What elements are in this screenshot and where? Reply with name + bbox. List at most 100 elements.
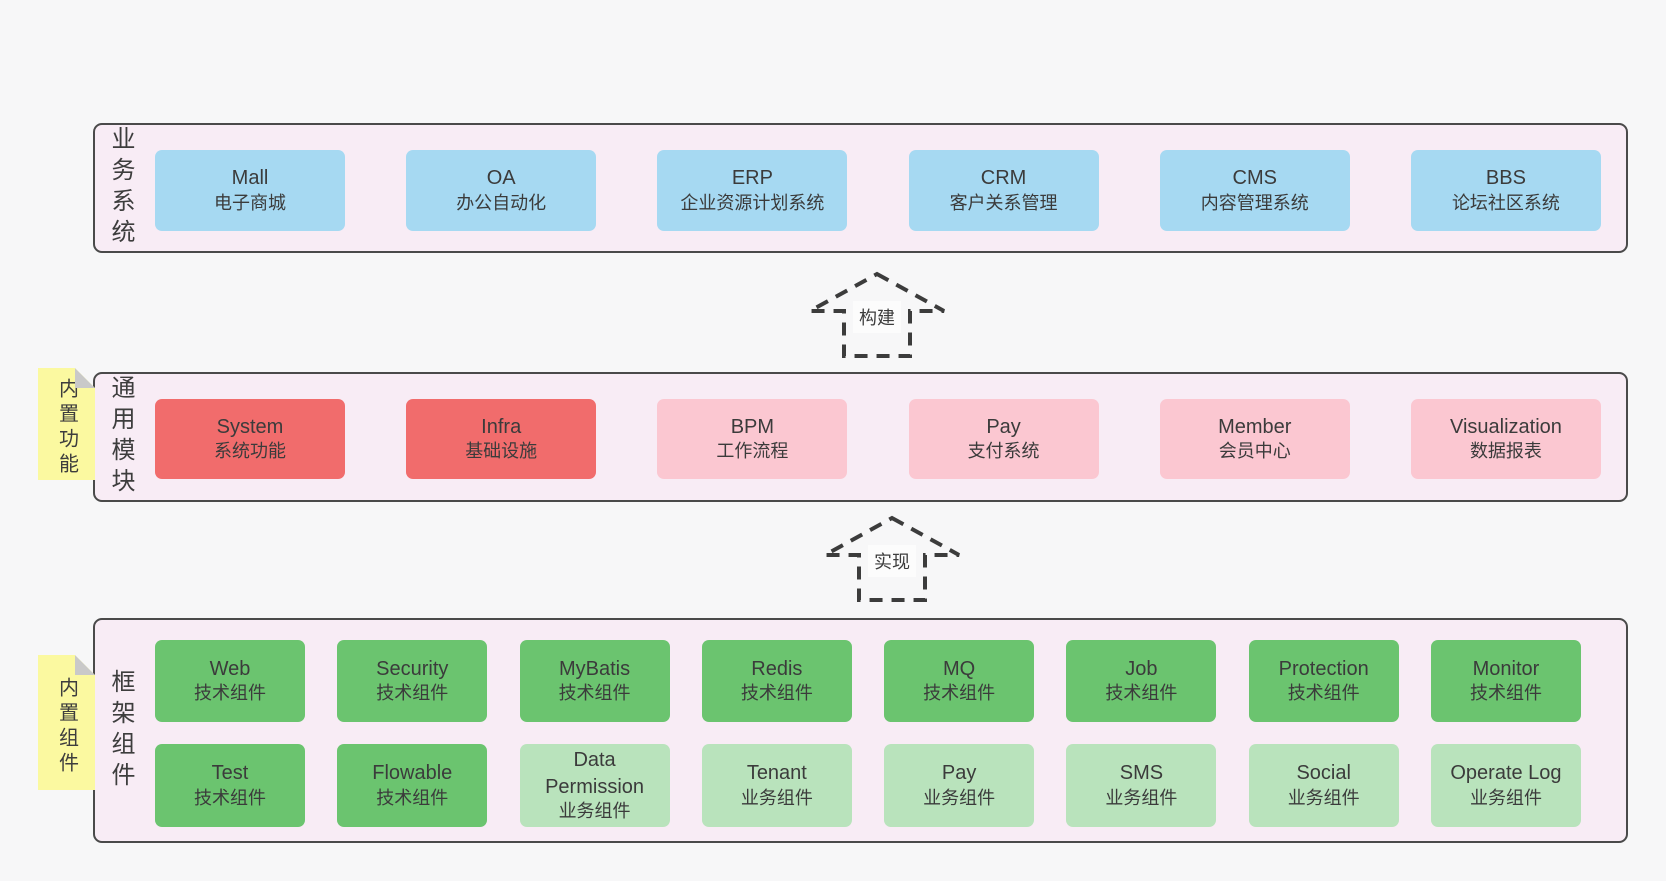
card-subtitle: 企业资源计划系统 [680, 192, 825, 213]
card-crm: CRM 客户关系管理 [908, 150, 1099, 231]
components-row-2: Test 技术组件 Flowable 技术组件 Data Permission … [155, 744, 1581, 827]
card-title: BBS [1485, 167, 1526, 190]
card-title: System [216, 415, 284, 438]
components-row-1: Web 技术组件 Security 技术组件 MyBatis 技术组件 Redi… [155, 640, 1581, 722]
card-title: Monitor [1472, 657, 1540, 680]
card-subtitle: 业务组件 [923, 787, 996, 808]
card-flowable: Flowable 技术组件 [337, 744, 488, 827]
card-erp: ERP 企业资源计划系统 [657, 150, 848, 231]
card-mybatis: MyBatis 技术组件 [519, 640, 670, 722]
card-title: SMS [1119, 762, 1164, 785]
card-title: Member [1218, 415, 1292, 438]
sticky-note-label: 内置组件 [55, 676, 78, 777]
dashed-up-arrow-icon [809, 271, 945, 358]
card-subtitle: 业务组件 [1287, 787, 1360, 808]
card-title: CRM [980, 167, 1027, 190]
arrow-build-label: 构建 [853, 301, 901, 333]
card-title: OA [486, 167, 516, 190]
card-redis: Redis 技术组件 [701, 640, 852, 722]
section-label-framework-components: 框架组件 [107, 668, 134, 793]
card-title: Infra [481, 415, 522, 438]
card-subtitle: 办公自动化 [456, 192, 547, 213]
card-subtitle: 客户关系管理 [949, 192, 1058, 213]
card-mall: Mall 电子商城 [155, 150, 345, 231]
card-subtitle: 数据报表 [1469, 441, 1542, 462]
card-subtitle: 会员中心 [1218, 441, 1291, 462]
arrow-implement-icon: 实现 [822, 515, 962, 603]
card-operate-log: Operate Log 业务组件 [1430, 744, 1581, 827]
sticky-note-builtin-features: 内置功能 [38, 368, 95, 480]
card-subtitle: 技术组件 [923, 683, 996, 704]
card-title: Tenant [746, 762, 807, 785]
card-title: Flowable [372, 762, 453, 785]
card-subtitle: 技术组件 [1469, 683, 1542, 704]
arrow-implement-label: 实现 [868, 545, 916, 577]
section-label-common-modules: 通用模块 [107, 375, 134, 499]
card-bbs: BBS 论坛社区系统 [1410, 150, 1601, 231]
card-title: CMS [1232, 167, 1277, 190]
card-oa: OA 办公自动化 [406, 150, 597, 231]
card-title: Redis [751, 657, 803, 680]
card-subtitle: 技术组件 [558, 683, 631, 704]
card-subtitle: 技术组件 [1105, 683, 1178, 704]
card-subtitle: 技术组件 [740, 683, 813, 704]
section-common-modules: 通用模块 System 系统功能 Infra 基础设施 BPM 工作流程 Pay… [93, 372, 1628, 502]
card-subtitle: 业务组件 [558, 801, 631, 822]
card-title: Job [1125, 657, 1158, 680]
folded-corner-icon [75, 368, 95, 388]
card-web: Web 技术组件 [155, 640, 305, 722]
card-title: ERP [731, 167, 773, 190]
section-framework-components: 框架组件 Web 技术组件 Security 技术组件 MyBatis 技术组件… [93, 618, 1628, 843]
card-monitor: Monitor 技术组件 [1430, 640, 1581, 722]
card-cms: CMS 内容管理系统 [1159, 150, 1350, 231]
card-test: Test 技术组件 [155, 744, 305, 827]
card-subtitle: 系统功能 [214, 441, 286, 462]
card-subtitle: 基础设施 [465, 441, 538, 462]
card-security: Security 技术组件 [337, 640, 488, 722]
card-infra: Infra 基础设施 [406, 399, 597, 479]
card-title: Pay [986, 415, 1021, 438]
folded-corner-icon [75, 655, 95, 675]
section-business-systems: 业务系统 Mall 电子商城 OA 办公自动化 ERP 企业资源计划系统 CRM… [93, 123, 1628, 253]
sticky-note-builtin-components: 内置组件 [38, 655, 95, 790]
dashed-up-arrow-icon [824, 515, 960, 602]
card-title: Test [211, 762, 249, 785]
card-member: Member 会员中心 [1159, 399, 1350, 479]
card-mq: MQ 技术组件 [884, 640, 1035, 722]
card-subtitle: 内容管理系统 [1200, 192, 1309, 213]
card-subtitle: 技术组件 [376, 683, 449, 704]
card-subtitle: 技术组件 [1287, 683, 1360, 704]
card-title: Visualization [1449, 415, 1562, 438]
card-subtitle: 业务组件 [740, 787, 813, 808]
card-subtitle: 支付系统 [967, 441, 1040, 462]
business-cards-row: Mall 电子商城 OA 办公自动化 ERP 企业资源计划系统 CRM 客户关系… [155, 150, 1601, 231]
card-title: Web [209, 657, 251, 680]
card-title: Operate Log [1450, 762, 1562, 785]
card-subtitle: 论坛社区系统 [1451, 192, 1560, 213]
card-title: MyBatis [559, 657, 631, 680]
card-title: Data Permission [545, 749, 645, 798]
card-subtitle: 技术组件 [194, 683, 266, 704]
card-title: BPM [730, 415, 775, 438]
card-job: Job 技术组件 [1066, 640, 1217, 722]
card-title: MQ [943, 657, 976, 680]
card-visualization: Visualization 数据报表 [1410, 399, 1601, 479]
card-bpm: BPM 工作流程 [657, 399, 848, 479]
card-title: Mall [231, 167, 269, 190]
card-protection: Protection 技术组件 [1248, 640, 1399, 722]
card-title: Security [376, 657, 449, 680]
card-tenant: Tenant 业务组件 [701, 744, 852, 827]
card-system: System 系统功能 [155, 399, 345, 479]
card-title: Protection [1278, 657, 1369, 680]
card-subtitle: 业务组件 [1469, 787, 1542, 808]
card-subtitle: 业务组件 [1105, 787, 1178, 808]
sticky-note-label: 内置功能 [55, 378, 78, 478]
card-title: Pay [941, 762, 977, 785]
section-label-business-systems: 业务系统 [107, 126, 134, 250]
card-sms: SMS 业务组件 [1066, 744, 1217, 827]
card-title: Social [1296, 762, 1351, 785]
card-social: Social 业务组件 [1248, 744, 1399, 827]
card-subtitle: 技术组件 [194, 787, 266, 808]
card-subtitle: 电子商城 [214, 192, 286, 213]
